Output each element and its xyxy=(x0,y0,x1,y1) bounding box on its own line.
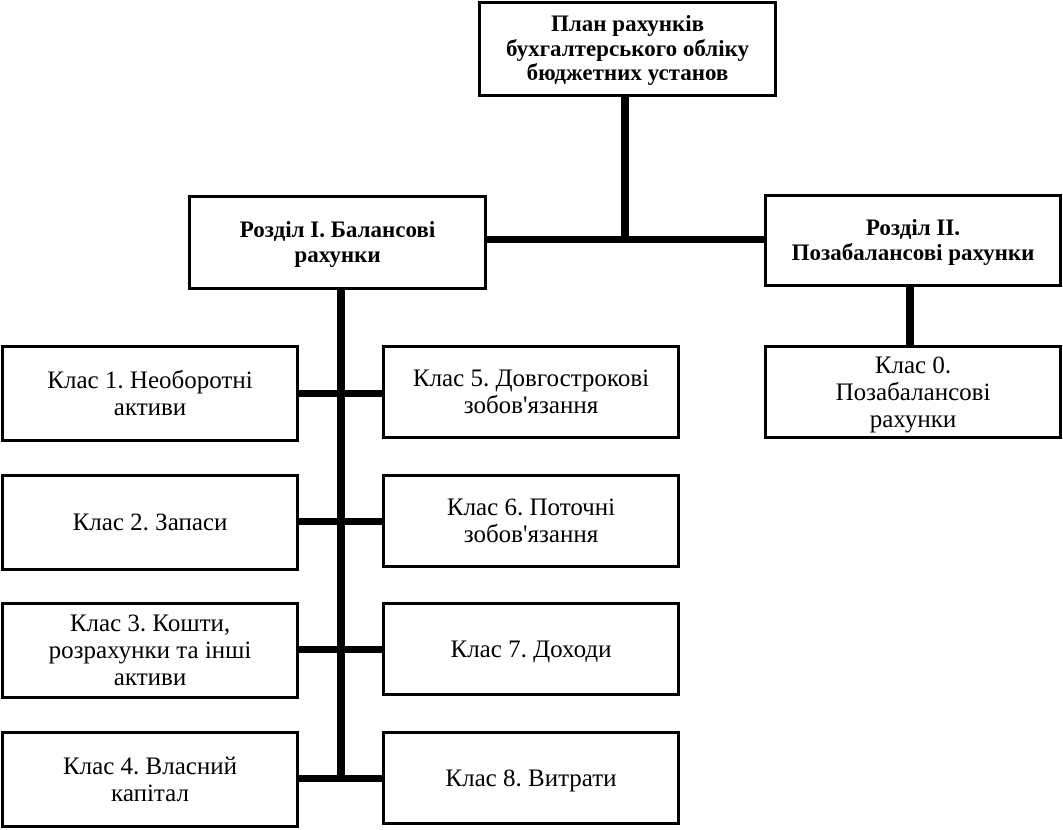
class-2-label: Клас 2. Запаси xyxy=(72,509,228,536)
class-7-label: Клас 7. Доходи xyxy=(450,635,612,663)
chart-of-accounts-root-node: План рахунків бухгалтерського обліку бюд… xyxy=(478,1,777,97)
class-row-2-branch xyxy=(296,518,384,525)
class-0-node: Клас 0. Позабалансові рахунки xyxy=(764,345,1062,439)
class-5-node: Клас 5. Довгострокові зобов'язання xyxy=(382,345,680,439)
class-6-node: Клас 6. Поточні зобов'язання xyxy=(382,474,680,568)
class-row-3-branch xyxy=(296,646,384,653)
root-to-hub-connector xyxy=(621,95,629,240)
section-2-off-balance-accounts-node: Розділ ІІ. Позабалансові рахунки xyxy=(764,194,1062,287)
sections-hub-connector xyxy=(487,236,767,243)
class-2-node: Клас 2. Запаси xyxy=(1,474,299,571)
section-2-down-connector xyxy=(906,285,914,349)
section-1-trunk-connector xyxy=(337,287,345,782)
class-8-node: Клас 8. Витрати xyxy=(382,731,680,825)
section-1-label: Розділ І. Балансові рахунки xyxy=(239,216,436,267)
class-3-node: Клас 3. Кошти, розрахунки та інші активи xyxy=(1,602,299,699)
class-6-label: Клас 6. Поточні зобов'язання xyxy=(446,494,616,548)
class-row-4-branch xyxy=(296,775,384,782)
section-1-balance-accounts-node: Розділ І. Балансові рахунки xyxy=(188,195,487,290)
class-1-label: Клас 1. Необоротні активи xyxy=(47,366,253,421)
class-7-node: Клас 7. Доходи xyxy=(382,602,680,696)
class-1-node: Клас 1. Необоротні активи xyxy=(1,345,299,442)
class-3-label: Клас 3. Кошти, розрахунки та інші активи xyxy=(48,610,252,691)
class-4-node: Клас 4. Власний капітал xyxy=(1,731,299,828)
class-row-1-branch xyxy=(296,390,384,397)
chart-of-accounts-root-label: План рахунків бухгалтерського обліку бюд… xyxy=(505,10,750,86)
section-2-label: Розділ ІІ. Позабалансові рахунки xyxy=(791,214,1035,265)
class-0-label: Клас 0. Позабалансові рахунки xyxy=(835,351,991,433)
class-4-label: Клас 4. Власний капітал xyxy=(62,752,238,807)
class-8-label: Клас 8. Витрати xyxy=(445,764,617,792)
class-5-label: Клас 5. Довгострокові зобов'язання xyxy=(412,365,650,419)
